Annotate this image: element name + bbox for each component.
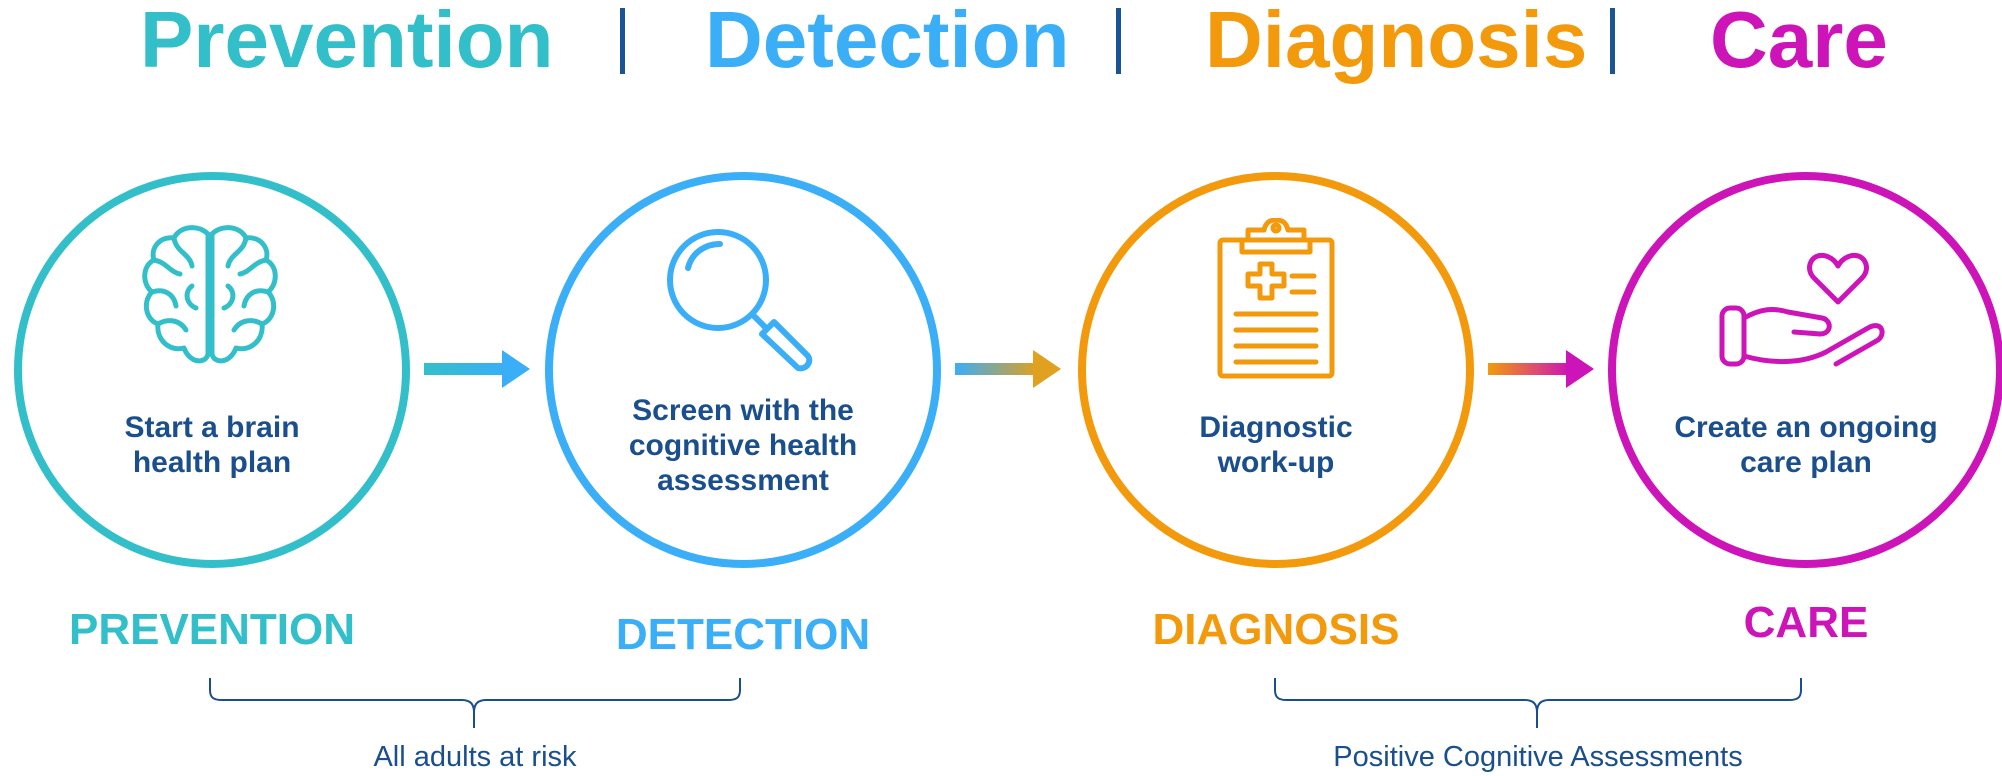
heart-hand-icon <box>1719 252 1885 367</box>
clipboard-icon <box>1217 218 1335 379</box>
detection-label: DETECTION <box>615 610 871 659</box>
bracket-prevention-detection <box>209 678 741 728</box>
diagnosis-circle <box>1078 172 1474 568</box>
all-adults-caption: All adults at risk <box>373 741 577 773</box>
header-prevention: Prevention <box>140 0 554 84</box>
detection-step-text: Screen with the cognitive health assessm… <box>628 394 858 497</box>
arrow-diagnosis-care <box>1488 350 1594 388</box>
care-step-text: Create an ongoing care plan <box>1674 411 1938 479</box>
detection-circle <box>545 172 941 568</box>
header-divider-2 <box>1116 8 1121 74</box>
header-detection: Detection <box>705 0 1070 84</box>
header-diagnosis: Diagnosis <box>1205 0 1588 84</box>
header-divider-1 <box>620 8 625 74</box>
header-care: Care <box>1710 0 1888 84</box>
brain-icon <box>142 225 278 364</box>
header-divider-3 <box>1610 8 1615 74</box>
magnifier-icon <box>667 229 813 372</box>
arrow-detection-diagnosis <box>955 350 1061 388</box>
positive-assessments-caption: Positive Cognitive Assessments <box>1333 741 1743 773</box>
arrow-prevention-detection <box>424 350 530 388</box>
prevention-circle <box>14 172 410 568</box>
diagnosis-step-text: Diagnostic work-up <box>1199 411 1353 479</box>
diagnosis-label: DIAGNOSIS <box>1152 605 1400 654</box>
prevention-label: PREVENTION <box>68 605 356 654</box>
bracket-diagnosis-care <box>1274 678 1802 728</box>
care-circle <box>1608 172 2002 568</box>
prevention-step-text: Start a brain health plan <box>124 411 300 479</box>
care-label: CARE <box>1743 598 1869 647</box>
